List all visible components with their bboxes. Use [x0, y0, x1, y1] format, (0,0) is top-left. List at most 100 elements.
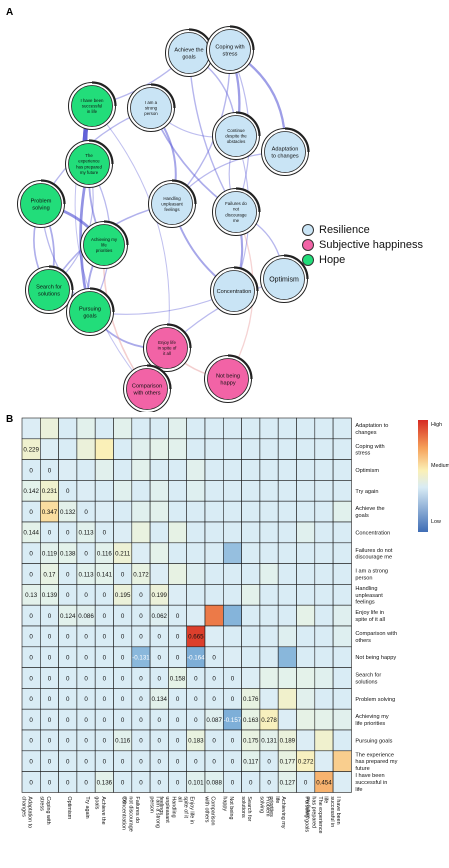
heatmap-value: 0 — [121, 655, 125, 662]
heatmap-cell — [223, 459, 242, 481]
heatmap-cell — [241, 604, 261, 627]
heatmap-value: 0 — [48, 613, 52, 620]
node-concentration: Concentration — [210, 266, 259, 315]
heatmap-cell — [277, 500, 297, 523]
heatmap-cell — [296, 500, 316, 523]
node-pie-arc — [150, 83, 176, 109]
heatmap-value: 0.113 — [79, 571, 95, 578]
heatmap-value: 0 — [29, 467, 33, 474]
heatmap-value: 0 — [194, 696, 198, 703]
heatmap-cell — [332, 708, 352, 731]
col-label-problem-solving: Problemsolving — [258, 796, 270, 817]
heatmap-cell — [314, 667, 334, 689]
heatmap-value: 0 — [29, 655, 33, 662]
heatmap-cell — [314, 438, 334, 460]
legend-item-resilience: Resilience — [302, 222, 423, 237]
heatmap-value: 0.113 — [79, 530, 95, 537]
heatmap-cell — [241, 625, 261, 648]
heatmap-cell — [314, 750, 334, 772]
heatmap-value: 0 — [231, 738, 235, 745]
row-label-optimism: Optimism — [355, 468, 379, 474]
node-circle — [126, 368, 168, 410]
heatmap-cell — [223, 584, 242, 606]
heatmap-cell — [113, 500, 133, 523]
heatmap-value: 0.116 — [115, 738, 131, 745]
node-circle — [151, 183, 193, 225]
row-label-concentration: Concentration — [355, 530, 390, 536]
col-label-try-again: Try again — [84, 796, 90, 818]
panel-b-label: B — [6, 414, 14, 425]
heatmap-value: 0 — [231, 696, 235, 703]
heatmap-cell — [168, 584, 187, 606]
heatmap-value: 0 — [84, 655, 88, 662]
heatmap-cell — [277, 646, 297, 668]
scale-label-high: High — [431, 422, 442, 428]
group-legend: Resilience Subjective happiness Hope — [302, 222, 423, 267]
heatmap-value: 0.141 — [97, 571, 113, 578]
heatmap-value: 0.142 — [23, 488, 39, 495]
heatmap-cell — [241, 459, 261, 481]
scale-label-low: Low — [431, 519, 441, 525]
heatmap-cell — [58, 459, 78, 481]
node-pie-arc — [233, 266, 259, 292]
heatmap-value: 0 — [139, 592, 143, 599]
col-label-pursuing-goals: Pursuing goals — [304, 796, 310, 832]
heatmap-cell — [186, 417, 206, 440]
heatmap-value: 0 — [29, 717, 33, 724]
heatmap-value: 0 — [84, 675, 88, 682]
heatmap-cell — [76, 480, 96, 502]
heatmap-cell — [204, 584, 224, 606]
heatmap-value: -0.131 — [132, 655, 150, 662]
heatmap-value: 0 — [84, 592, 88, 599]
heatmap-cell — [314, 604, 334, 627]
node-pie-arc — [283, 254, 309, 280]
node-pie-arc — [284, 127, 310, 153]
node-pie-arc — [166, 323, 192, 349]
heatmap-cell — [186, 500, 206, 523]
heatmap-cell — [296, 417, 316, 440]
heatmap-cell — [149, 563, 169, 585]
node-pie-arc — [103, 220, 129, 246]
heatmap-value: 0 — [66, 571, 70, 578]
heatmap-cell — [259, 438, 279, 460]
node-pie-arc — [88, 139, 114, 165]
heatmap-cell — [131, 521, 151, 544]
heatmap-cell — [314, 625, 334, 648]
heatmap-cell — [39, 417, 59, 440]
col-label-adaptation-to-changes: Adaptation tochanges — [20, 796, 32, 828]
node-circle — [28, 269, 70, 311]
heatmap-cell — [168, 417, 187, 440]
heatmap-value: 0 — [231, 675, 235, 682]
heatmap-value: 0.119 — [42, 551, 58, 558]
node-pie-arc — [48, 265, 74, 291]
heatmap-cell — [94, 459, 114, 481]
heatmap-cell — [186, 480, 206, 502]
node-circle — [146, 327, 188, 369]
heatmap-value: 0.229 — [23, 447, 39, 454]
heatmap-value: 0 — [103, 738, 107, 745]
heatmap-value: 0 — [139, 759, 143, 766]
col-label-coping-with-stress: Coping withstress — [39, 796, 51, 824]
heatmap-cell — [204, 604, 224, 627]
heatmap-value: 0 — [48, 779, 52, 786]
heatmap-cell — [277, 459, 297, 481]
heatmap-value: 0 — [48, 759, 52, 766]
heatmap-cell — [204, 438, 224, 460]
heatmap-cell — [241, 646, 261, 668]
heatmap-value: 0 — [84, 738, 88, 745]
heatmap-value: 0.132 — [60, 509, 76, 516]
heatmap-value: 0.163 — [243, 717, 259, 724]
heatmap-value: 0 — [176, 696, 180, 703]
heatmap-cell — [296, 667, 316, 689]
